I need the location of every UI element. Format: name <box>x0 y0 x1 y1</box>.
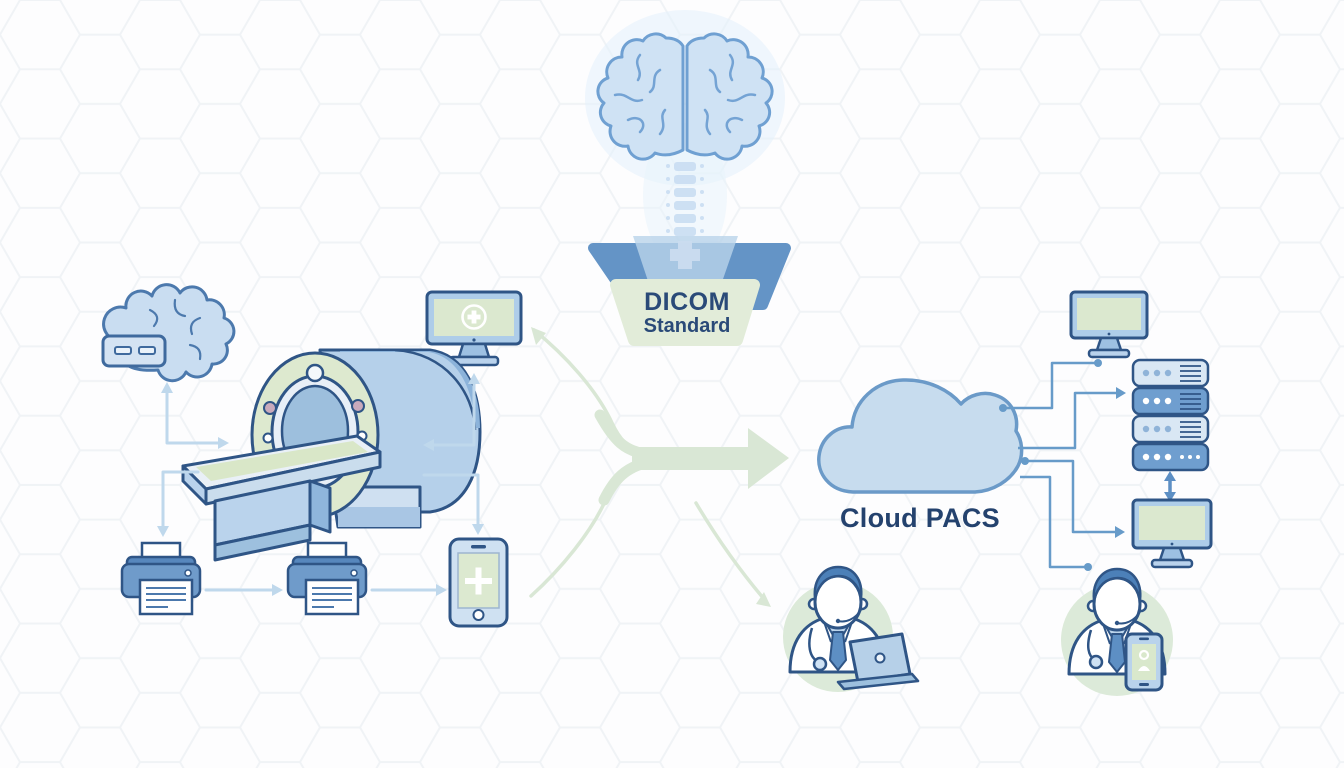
printer-icon <box>286 541 368 616</box>
dicom-label-line1: DICOM <box>644 288 730 316</box>
medical-smartphone-icon <box>448 537 509 628</box>
printer-icon <box>120 541 202 616</box>
spine-icon <box>666 162 704 236</box>
dicom-funnel-icon <box>588 236 791 346</box>
arrowheads <box>157 373 484 596</box>
sync-arrows-icon <box>1164 471 1176 502</box>
mri-scanner-icon <box>181 348 482 562</box>
brain-chip-icon <box>101 283 236 383</box>
cloud-connectors <box>1003 361 1117 569</box>
doctor-with-laptop-icon <box>783 565 920 692</box>
dicom-label-line2: Standard <box>643 315 731 338</box>
dicom-standard-label: DICOM Standard <box>605 289 769 338</box>
cloud-icon <box>817 378 1024 494</box>
cloud-pacs-label: Cloud PACS <box>840 503 1000 533</box>
doctor-with-smartphone-icon <box>1061 567 1173 696</box>
connector-dots <box>999 359 1126 571</box>
merge-arrow-icon <box>529 327 789 607</box>
device-connector-arrows <box>161 379 480 592</box>
brain-icon <box>585 10 785 267</box>
monitor-icon <box>1131 498 1213 569</box>
monitor-icon <box>1069 290 1149 359</box>
server-rack-icon <box>1131 358 1210 472</box>
